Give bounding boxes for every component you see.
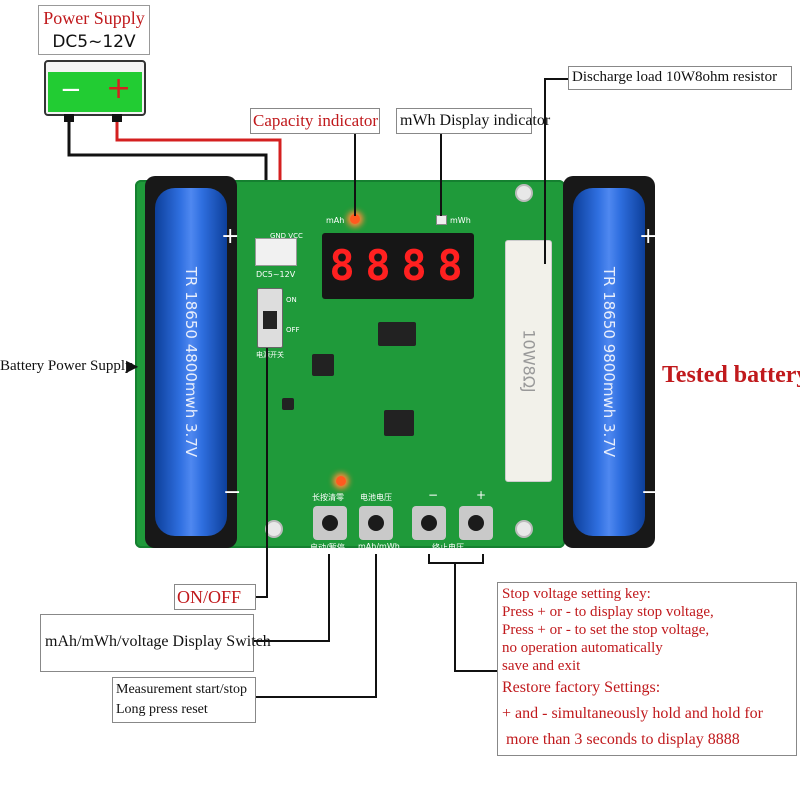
capacity-led (350, 214, 360, 224)
power-supply-title: Power Supply (43, 8, 145, 28)
psu-minus-label: − (60, 75, 82, 105)
display-digit-4: 8 (437, 241, 463, 290)
right-battery-text: TR 18650 9800mwh 3.7V (600, 266, 618, 458)
stop-bracket-l (428, 554, 430, 564)
mwh-pointer (440, 134, 442, 216)
ic-chip-1 (378, 322, 416, 346)
left-battery: TR 18650 4800mwh 3.7V (155, 188, 227, 536)
right-battery-holder: TR 18650 9800mwh 3.7V + − (563, 176, 659, 548)
capacity-indicator-label: Capacity indicator (250, 108, 380, 134)
right-battery-minus: − (641, 480, 660, 505)
status-led (336, 476, 346, 486)
display-switch-button[interactable] (359, 506, 393, 540)
right-battery: TR 18650 9800mwh 3.7V (573, 188, 645, 536)
measurement-label: Measurement start/stop Long press reset (112, 677, 256, 723)
mwh-led (436, 215, 447, 225)
stop-voltage-silk: 终止电压 (432, 543, 464, 552)
discharge-pointer-h (544, 78, 568, 80)
power-supply-voltage: DC5~12V (52, 32, 136, 52)
power-supply-block: − + (44, 60, 146, 116)
psu-plus-label: + (106, 71, 132, 106)
switch-silk-label: 电源开关 (256, 351, 284, 359)
voltage-minus-button[interactable] (412, 506, 446, 540)
battery-power-supply-label: Battery Power Supply (0, 358, 133, 374)
left-battery-plus: + (221, 224, 240, 249)
left-battery-minus: − (223, 480, 242, 505)
voltage-plus-button[interactable] (459, 506, 493, 540)
display-digit-3: 8 (401, 241, 427, 290)
start-stop-button[interactable] (313, 506, 347, 540)
psu-terminal-minus (64, 114, 74, 122)
seven-segment-display: 8 8 8 8 (322, 233, 474, 299)
measurement-pointer-h (256, 696, 376, 698)
on-off-pointer-h (256, 596, 268, 598)
power-connector (255, 238, 297, 266)
right-battery-plus: + (639, 224, 658, 249)
left-battery-text: TR 18650 4800mwh 3.7V (182, 266, 200, 458)
left-battery-holder: TR 18650 4800mwh 3.7V + − (145, 176, 241, 548)
gnd-vcc-label: GND VCC (270, 232, 303, 240)
capacity-pointer (354, 134, 356, 216)
plus-silk: + (476, 488, 487, 502)
minus-silk: − (428, 488, 439, 502)
discharge-load-label: Discharge load 10W8ohm resistor (568, 66, 792, 90)
stop-bracket-r (482, 554, 484, 564)
transistor-2 (282, 398, 294, 410)
display-switch-label: mAh/mWh/voltage Display Switch (40, 614, 271, 672)
mah-mwh-silk: mAh/mWh (358, 542, 400, 551)
on-off-pointer-v (266, 348, 268, 598)
display-switch-pointer-h (254, 640, 330, 642)
stop-bracket-h (428, 562, 484, 564)
mwh-indicator-label: mWh Display indicator (396, 108, 550, 134)
psu-terminal-plus (112, 114, 122, 122)
long-press-reset-silk: 长按清零 (312, 493, 344, 502)
load-resistor: 10W8ΩJ (505, 240, 552, 482)
mah-silk-label: mAh (326, 216, 345, 225)
display-digit-1: 8 (329, 241, 355, 290)
dc-input-label: DC5~12V (256, 270, 296, 279)
transistor-1 (312, 354, 334, 376)
battery-voltage-silk: 电池电压 (360, 493, 392, 502)
stop-pointer-v (454, 562, 456, 672)
stop-pointer-h (454, 670, 498, 672)
discharge-pointer-v (544, 78, 546, 264)
on-off-label: ON/OFF (174, 584, 256, 610)
stop-voltage-description: Stop voltage setting key: Press + or - t… (497, 582, 797, 756)
tested-battery-label: Tested battery (662, 362, 800, 388)
mwh-silk-label: mWh (450, 216, 471, 225)
resistor-marking: 10W8ΩJ (519, 329, 538, 393)
power-supply-label: Power Supply DC5~12V (38, 5, 150, 55)
display-switch-pointer-v (328, 554, 330, 642)
start-stop-silk: 启动/暂停 (310, 543, 345, 552)
display-digit-2: 8 (365, 241, 391, 290)
power-switch[interactable] (257, 288, 283, 348)
ic-chip-2 (384, 410, 414, 436)
battery-power-arrow: ▶ (126, 358, 139, 375)
measurement-pointer-v (375, 554, 377, 698)
switch-on-label: ON (286, 296, 297, 304)
switch-off-label: OFF (286, 326, 300, 334)
